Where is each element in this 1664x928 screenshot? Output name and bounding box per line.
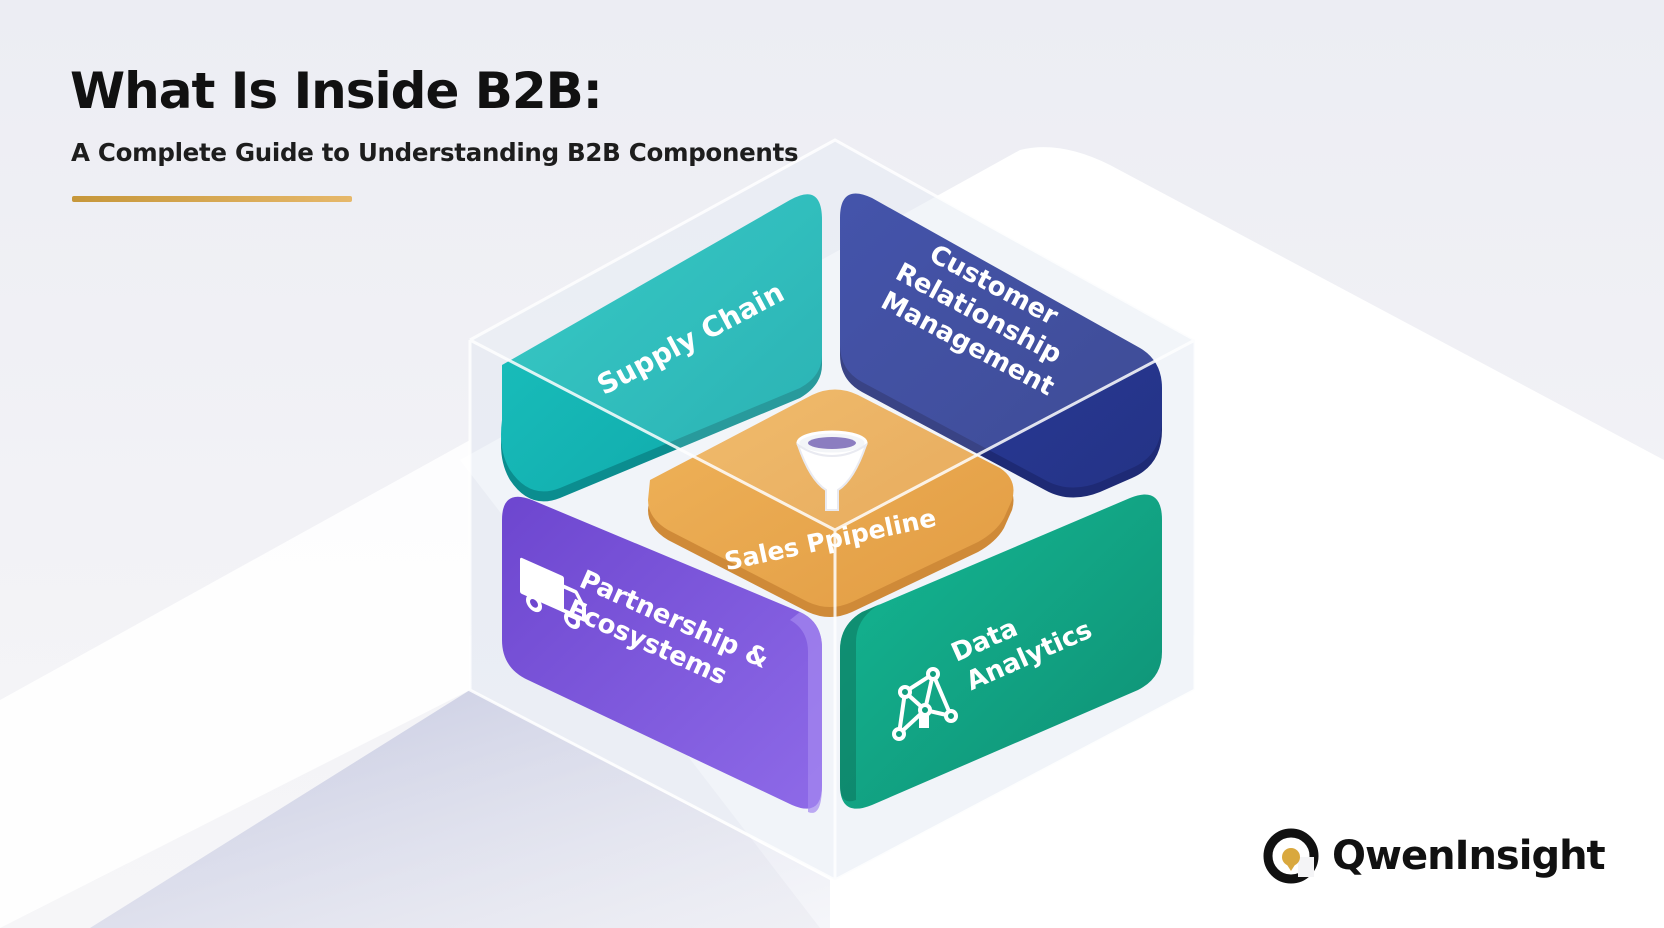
title-accent-bar — [72, 196, 352, 202]
page-subtitle: A Complete Guide to Understanding B2B Co… — [71, 138, 799, 167]
cube-shadow — [90, 690, 830, 928]
truck-icon — [520, 557, 586, 630]
funnel-icon — [796, 430, 868, 511]
brand-logo: QwenInsight — [1262, 826, 1606, 886]
tile-sales-pipeline: Sales Ppipeline — [648, 389, 1014, 617]
logo-mark-icon — [1263, 828, 1319, 884]
logo-text: QwenInsight — [1332, 833, 1606, 879]
background-lower-panel — [0, 440, 470, 928]
cube-glass-edges — [468, 138, 1197, 882]
network-chart-icon — [892, 667, 958, 741]
tile-data-analytics: Data Analytics — [840, 494, 1162, 809]
cube-glass-top-face — [470, 140, 1195, 530]
page-title: What Is Inside B2B: — [70, 62, 603, 120]
tile-supply-chain: Supply Chain — [501, 194, 822, 502]
